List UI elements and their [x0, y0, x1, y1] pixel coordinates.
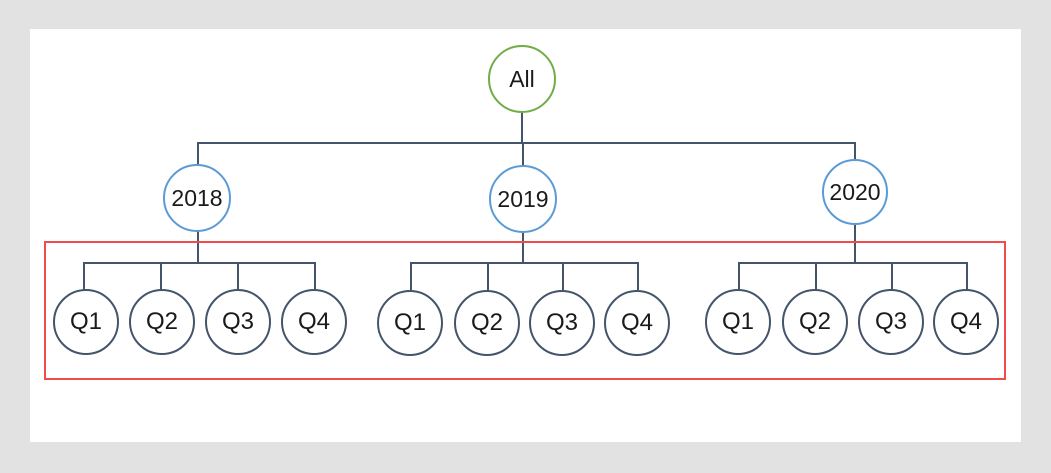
connector-year-branch — [197, 142, 855, 144]
quarter-node-2020-q2[interactable]: Q2 — [782, 289, 848, 355]
connector-2020-bar — [738, 262, 967, 264]
connector-2019-q2-drop — [487, 262, 489, 290]
connector-2020-q4-drop — [966, 262, 968, 290]
quarter-node-2020-q3[interactable]: Q3 — [858, 289, 924, 355]
quarter-node-2018-q4[interactable]: Q4 — [281, 289, 347, 355]
connector-drop-2018 — [197, 142, 199, 165]
quarter-node-label: Q1 — [721, 308, 754, 335]
connector-2020-q1-drop — [738, 262, 740, 290]
connector-2018-q2-drop — [160, 262, 162, 290]
connector-2019-q3-drop — [562, 262, 564, 290]
quarter-node-2018-q2[interactable]: Q2 — [129, 289, 195, 355]
connector-2018-stem — [197, 231, 199, 263]
quarter-node-label: Q3 — [874, 308, 907, 335]
quarter-node-2018-q3[interactable]: Q3 — [205, 289, 271, 355]
connector-2018-q4-drop — [314, 262, 316, 290]
quarter-node-2019-q2[interactable]: Q2 — [454, 290, 520, 356]
connector-2018-q1-drop — [83, 262, 85, 290]
quarter-node-2019-q4[interactable]: Q4 — [604, 290, 670, 356]
quarter-node-label: Q4 — [949, 308, 982, 335]
quarter-level-highlight-box — [44, 241, 1006, 380]
connector-2019-q1-drop — [410, 262, 412, 290]
connector-2020-q3-drop — [891, 262, 893, 290]
year-node-label: 2018 — [171, 184, 223, 211]
connector-2018-bar — [83, 262, 314, 264]
connector-2018-q3-drop — [237, 262, 239, 290]
quarter-node-label: Q2 — [798, 308, 831, 335]
root-node-all[interactable]: All — [488, 45, 556, 113]
connector-2019-bar — [410, 262, 637, 264]
connector-2019-stem — [522, 233, 524, 263]
year-node-2018[interactable]: 2018 — [163, 164, 231, 232]
quarter-node-label: Q4 — [297, 308, 330, 335]
quarter-node-2018-q1[interactable]: Q1 — [53, 289, 119, 355]
connector-drop-2019 — [522, 142, 524, 166]
year-node-label: 2019 — [497, 185, 549, 212]
quarter-node-label: Q1 — [393, 309, 426, 336]
quarter-node-label: Q2 — [470, 309, 503, 336]
quarter-node-2019-q1[interactable]: Q1 — [377, 290, 443, 356]
quarter-node-2020-q1[interactable]: Q1 — [705, 289, 771, 355]
quarter-node-2019-q3[interactable]: Q3 — [529, 290, 595, 356]
connector-2020-stem — [854, 225, 856, 263]
quarter-node-label: Q4 — [620, 309, 653, 336]
quarter-node-label: Q3 — [221, 308, 254, 335]
year-node-2019[interactable]: 2019 — [489, 165, 557, 233]
root-node-label: All — [509, 65, 535, 92]
connector-drop-2020 — [854, 142, 856, 160]
connector-2020-q2-drop — [815, 262, 817, 290]
quarter-node-2020-q4[interactable]: Q4 — [933, 289, 999, 355]
quarter-node-label: Q3 — [545, 309, 578, 336]
year-node-2020[interactable]: 2020 — [822, 159, 888, 225]
quarter-node-label: Q2 — [145, 308, 178, 335]
connector-root-stem — [521, 113, 523, 143]
quarter-node-label: Q1 — [69, 308, 102, 335]
year-node-label: 2020 — [829, 178, 881, 205]
connector-2019-q4-drop — [637, 262, 639, 290]
